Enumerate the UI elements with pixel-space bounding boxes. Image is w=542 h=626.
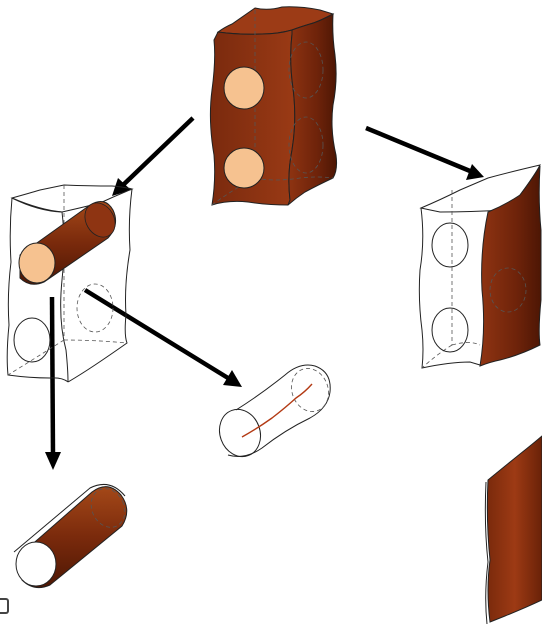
- arrow-source-to-right-block: [365, 125, 484, 180]
- source-block: [209, 6, 338, 206]
- bottom-cylinder: [13, 483, 128, 589]
- wireframe-block-left: [6, 184, 134, 383]
- corner-tab[interactable]: [0, 598, 9, 614]
- arrow-source-to-left-block: [112, 116, 195, 196]
- source-hole-bottom: [223, 147, 265, 189]
- side-plate: [484, 435, 542, 625]
- source-block-side: [287, 13, 338, 206]
- extracted-cylinder: [18, 200, 117, 285]
- wireframe-block-right: [418, 164, 542, 369]
- arrows: [45, 116, 484, 470]
- bottom-cylinder-end: [15, 541, 57, 587]
- source-hole-top: [223, 66, 265, 110]
- right-block-shaded-face: [479, 165, 542, 367]
- extracted-cylinder-end: [18, 242, 56, 284]
- edge-cylinder: [218, 364, 331, 458]
- arrow-left-block-to-bottom-cylinder: [45, 296, 61, 470]
- edge-cylinder-centerline: [241, 383, 313, 438]
- arrow-left-block-to-edge-cylinder: [83, 288, 242, 387]
